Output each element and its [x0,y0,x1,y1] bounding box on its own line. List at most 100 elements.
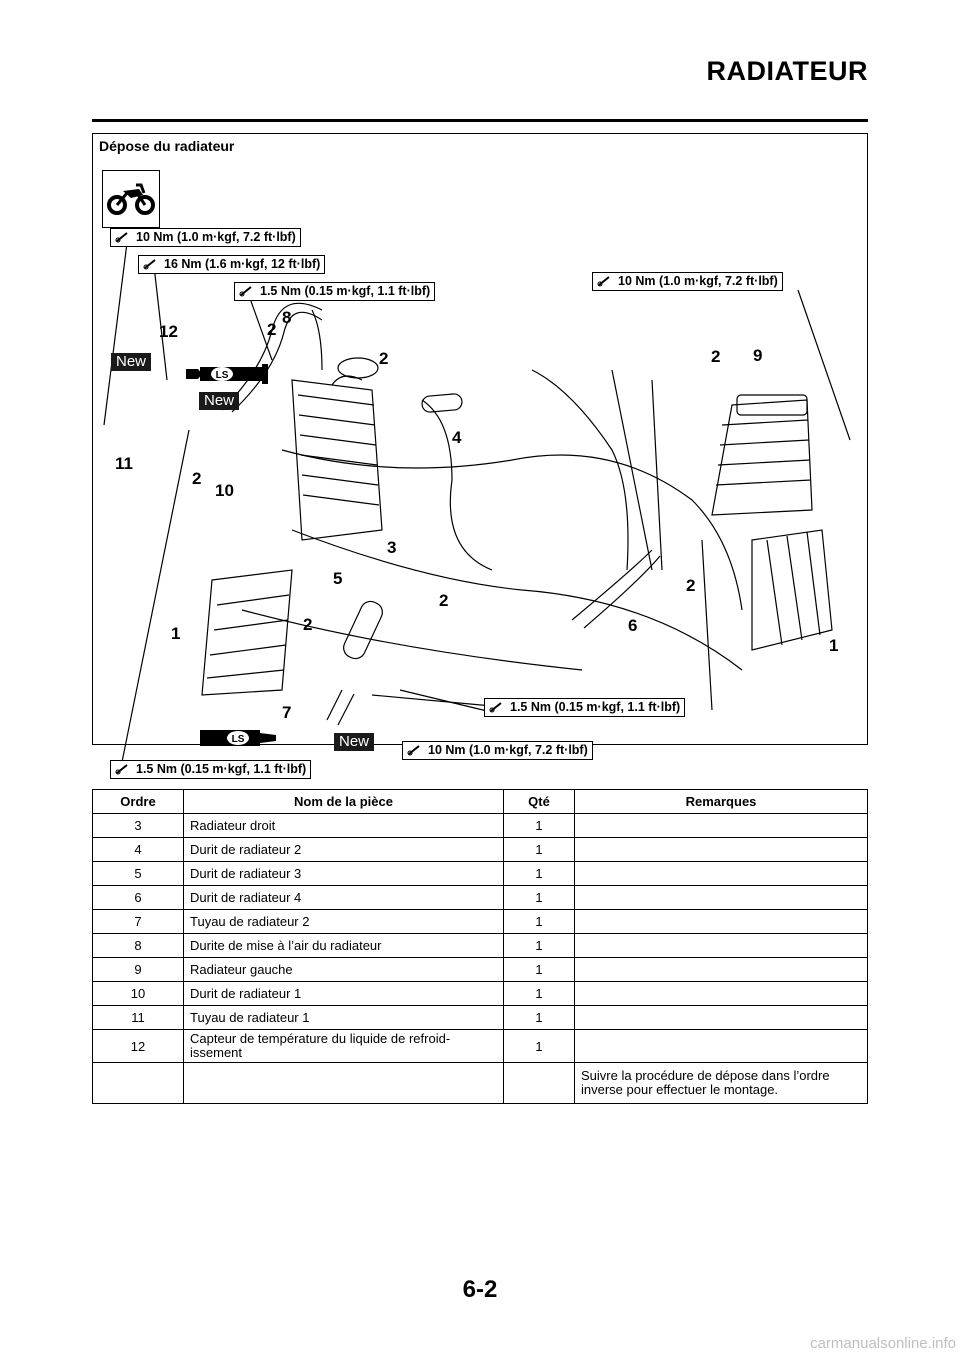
grease-ls-icon: LS [200,727,280,754]
cell-order: 7 [92,909,184,934]
callout-number: 12 [159,322,178,341]
callout-number: 2 [267,320,277,339]
torque-label: 16 Nm (1.6 m·kgf, 12 ft·lbf) [138,255,326,274]
cell-part-name: Radiateur droit [183,813,504,838]
torque-wrench-icon [407,745,420,756]
callout-number: 6 [628,616,638,635]
cell-qty: 1 [503,1029,575,1063]
torque-label: 10 Nm (1.0 m·kgf, 7.2 ft·lbf) [592,272,783,291]
cell-order: 12 [92,1029,184,1063]
callout-number: 2 [379,349,389,368]
cell-remarks: Suivre la procédure de dépose dans l’ord… [574,1062,868,1104]
torque-wrench-icon [115,764,128,775]
page-title: RADIATEUR [706,56,868,86]
cell-order: 11 [92,1005,184,1030]
table-row: 9 Radiateur gauche 1 [92,957,868,982]
torque-label: 1.5 Nm (0.15 m·kgf, 1.1 ft·lbf) [234,282,436,301]
column-header-order: Ordre [92,789,184,814]
svg-text:LS: LS [232,734,245,745]
torque-wrench-icon [143,259,156,270]
cell-order: 5 [92,861,184,886]
callout-number: 1 [171,624,181,643]
table-row: 12 Capteur de température du liquide de … [92,1029,868,1063]
callout-number: 2 [303,615,313,634]
column-header-qty: Qté [503,789,575,814]
table-row: Suivre la procédure de dépose dans l’ord… [92,1062,868,1104]
table-row: 8 Durite de mise à l’air du radiateur 1 [92,933,868,958]
table-row: 5 Durit de radiateur 3 1 [92,861,868,886]
callout-number: 2 [439,591,449,610]
torque-wrench-icon [597,276,610,287]
cell-remarks [574,885,868,910]
callout-number: 7 [282,703,292,722]
cell-remarks [574,957,868,982]
cell-part-name: Tuyau de radiateur 1 [183,1005,504,1030]
cell-remarks [574,933,868,958]
cell-part-name: Durit de radiateur 2 [183,837,504,862]
cell-qty: 1 [503,1005,575,1030]
cell-part-name: Durit de radiateur 4 [183,885,504,910]
cell-qty [503,1062,575,1104]
cell-part-name: Durit de radiateur 3 [183,861,504,886]
watermark: carmanualsonline.info [810,1335,956,1352]
cell-remarks [574,861,868,886]
callout-number: 3 [387,538,397,557]
cell-part-name: Radiateur gauche [183,957,504,982]
table-row: 7 Tuyau de radiateur 2 1 [92,909,868,934]
parts-table: Ordre Nom de la pièce Qté Remarques 3 Ra… [92,789,868,1104]
torque-label: 1.5 Nm (0.15 m·kgf, 1.1 ft·lbf) [110,760,312,779]
callout-number: 2 [711,347,721,366]
exploded-view-diagram [103,242,851,763]
cell-order: 9 [92,957,184,982]
section-title: Dépose du radiateur [99,138,235,154]
new-badge: New [334,733,375,751]
cell-order: 8 [92,933,184,958]
cell-qty: 1 [503,813,575,838]
callout-number: 2 [686,576,696,595]
cell-qty: 1 [503,885,575,910]
cell-remarks [574,837,868,862]
callout-number: 11 [115,454,133,473]
callout-number: 9 [753,346,763,365]
cell-qty: 1 [503,933,575,958]
table-row: 3 Radiateur droit 1 [92,813,868,838]
column-header-remarks: Remarques [574,789,868,814]
cell-remarks [574,981,868,1006]
cell-remarks [574,909,868,934]
title-rule [92,119,868,122]
torque-wrench-icon [239,286,252,297]
motorcycle-icon [102,170,160,228]
cell-qty: 1 [503,909,575,934]
svg-text:LS: LS [216,370,229,381]
cell-part-name: Durite de mise à l’air du radiateur [183,933,504,958]
cell-order: 3 [92,813,184,838]
torque-label: 10 Nm (1.0 m·kgf, 7.2 ft·lbf) [110,228,301,247]
cell-part-name: Tuyau de radiateur 2 [183,909,504,934]
page-number: 6-2 [462,1276,498,1303]
table-row: 10 Durit de radiateur 1 1 [92,981,868,1006]
torque-label: 1.5 Nm (0.15 m·kgf, 1.1 ft·lbf) [484,698,686,717]
table-row: 4 Durit de radiateur 2 1 [92,837,868,862]
cell-order [92,1062,184,1104]
cell-qty: 1 [503,957,575,982]
torque-wrench-icon [115,232,128,243]
column-header-part-name: Nom de la pièce [183,789,504,814]
cell-remarks [574,1029,868,1063]
torque-wrench-icon [489,702,502,713]
callout-number: 5 [333,569,343,588]
table-row: 11 Tuyau de radiateur 1 1 [92,1005,868,1030]
new-badge: New [111,353,152,371]
cell-qty: 1 [503,981,575,1006]
callout-number: 4 [452,428,462,447]
table-header-row: Ordre Nom de la pièce Qté Remarques [92,789,868,814]
cell-remarks [574,813,868,838]
callout-number: 2 [192,469,202,488]
cell-remarks [574,1005,868,1030]
cell-qty: 1 [503,861,575,886]
cell-part-name: Durit de radiateur 1 [183,981,504,1006]
cell-part-name [183,1062,504,1104]
cell-part-name: Capteur de température du liquide de ref… [183,1029,504,1063]
grease-ls-icon: LS [186,363,276,390]
cell-qty: 1 [503,837,575,862]
cell-order: 4 [92,837,184,862]
